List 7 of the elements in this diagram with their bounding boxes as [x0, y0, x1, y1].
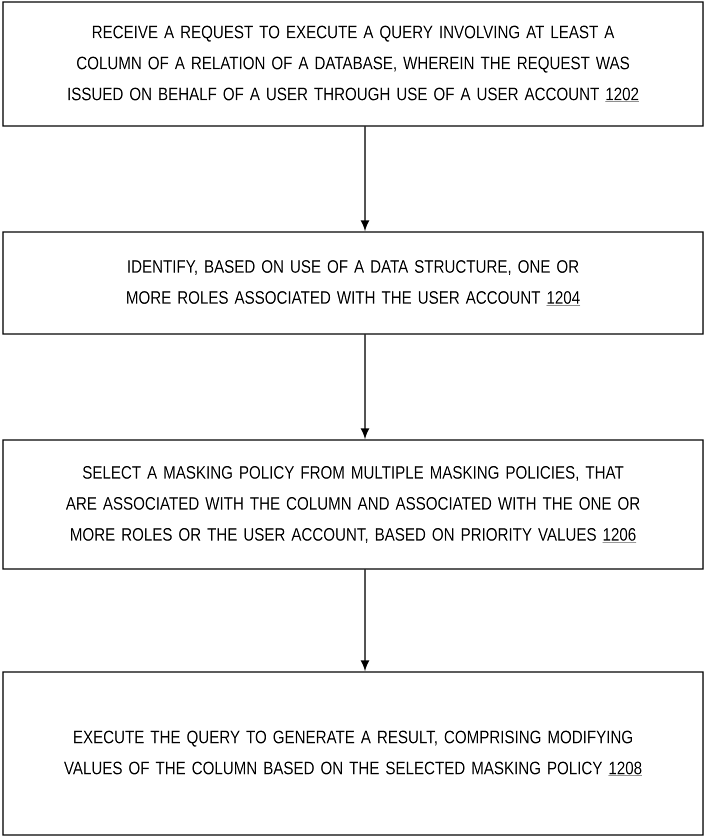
process-box: RECEIVE A REQUEST TO EXECUTE A QUERY INVOLVING AT LEAST A COLUMN OF A RELATION OF A DATABASE, WHEREIN THE REQUEST WAS ISSUED ON BEHALF OF A USER THROUGH USE OF A USER ACCOUNT 1202: [2, 1, 704, 127]
process-box: SELECT A MASKING POLICY FROM MULTIPLE MASKING POLICIES, THAT ARE ASSOCIATED WITH THE COLUMN AND ASSOCIATED WITH THE ONE OR MORE ROLES OR THE USER ACCOUNT, BASED ON PRIORITY VALUES 1206: [2, 439, 704, 570]
arrow: [361, 334, 369, 438]
process-box: EXECUTE THE QUERY TO GENERATE A RESULT, COMPRISING MODIFYING VALUES OF THE COLUMN BASED ON THE SELECTED MASKING POLICY 1208: [2, 671, 704, 836]
arrow: [361, 570, 369, 670]
process-box: IDENTIFY, BASED ON USE OF A DATA STRUCTURE, ONE OR MORE ROLES ASSOCIATED WITH THE USER ACCOUNT 1204: [2, 231, 704, 335]
arrow: [361, 126, 369, 230]
